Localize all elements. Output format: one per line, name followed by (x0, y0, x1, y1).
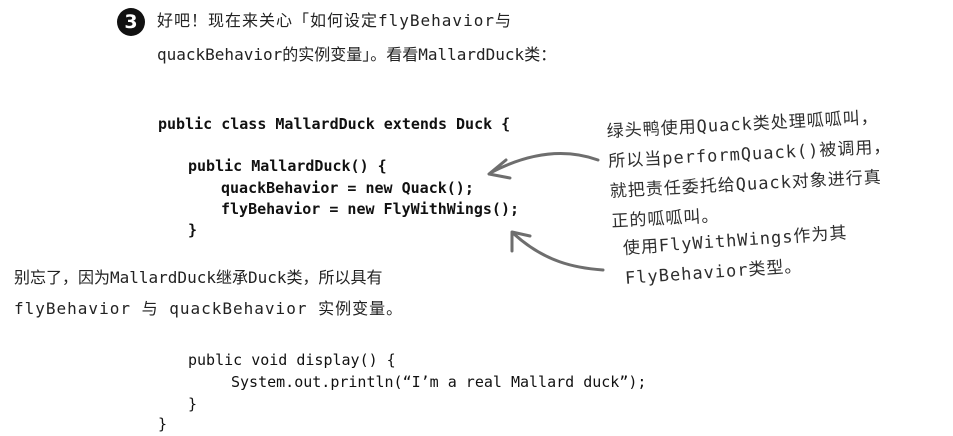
quack-annotation-arrow (490, 152, 600, 174)
quack-arrow-head (487, 158, 512, 180)
code-class-close: } (158, 415, 168, 433)
inheritance-note-line-1: 别忘了，因为MallardDuck继承Duck类，所以具有 (14, 268, 383, 287)
code-constructor-declaration: public MallardDuck() { (188, 157, 387, 175)
code-display-declaration: public void display() { (188, 351, 396, 369)
code-display-close: } (188, 395, 198, 413)
code-quack-assignment: quackBehavior = new Quack(); (221, 179, 474, 197)
intro-text-line-2: quackBehavior的实例变量」。看看MallardDuck类： (157, 45, 557, 64)
code-println-statement: System.out.println(“I’m a real Mallard d… (231, 373, 647, 391)
code-constructor-close: } (188, 221, 198, 239)
intro-text-line-1: 好吧！现在来关心「如何设定flyBehavior与 (157, 11, 512, 30)
inheritance-note-line-2: flyBehavior 与 quackBehavior 实例变量。 (14, 299, 404, 318)
code-class-declaration: public class MallardDuck extends Duck { (158, 115, 511, 133)
fly-arrow-head (510, 230, 532, 253)
code-fly-assignment: flyBehavior = new FlyWithWings(); (221, 200, 520, 218)
fly-annotation-arrow (512, 232, 605, 272)
step-number-badge: 3 (117, 8, 145, 36)
